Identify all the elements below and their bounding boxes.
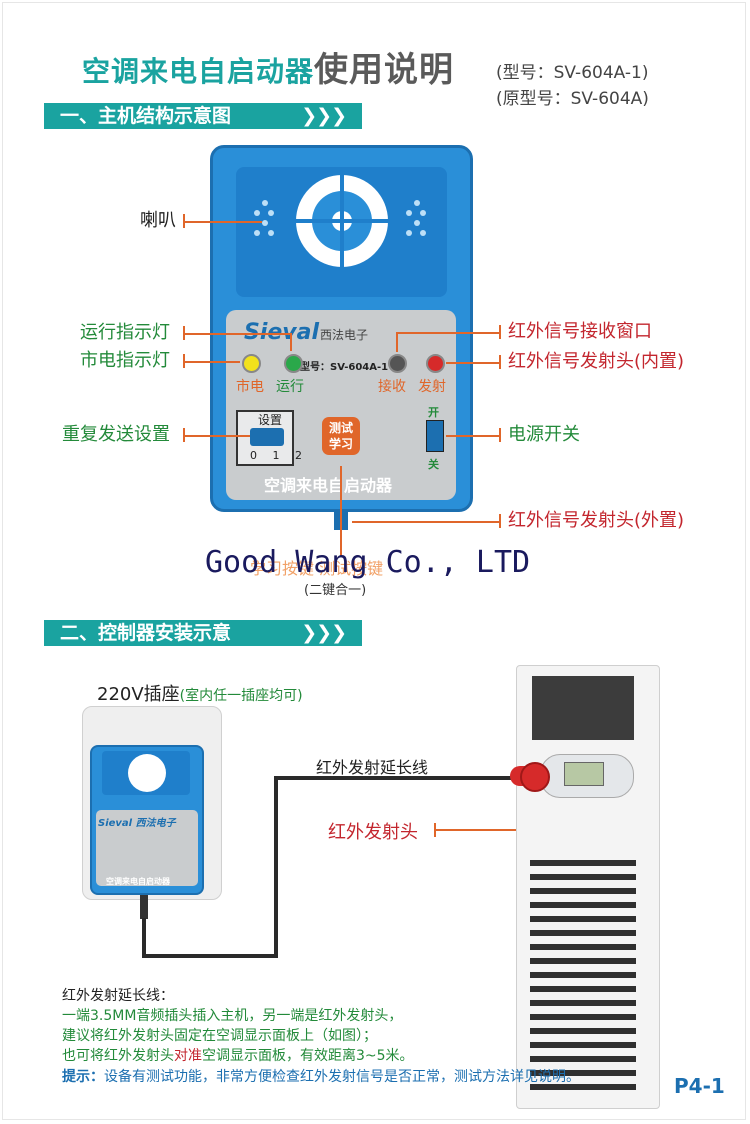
small-brand-logo: Sieval 西法电子 — [98, 818, 176, 829]
section-header-structure: 一、主机结构示意图 ❯❯❯ — [44, 103, 362, 129]
pointer-tick — [183, 214, 185, 228]
callout-ir-emitter-external: 红外信号发射头(外置) — [508, 510, 685, 531]
led-label-run: 运行 — [276, 379, 304, 395]
pointer-tick — [183, 354, 185, 368]
brand-logo: Sieval — [244, 320, 320, 345]
callout-ir-receive: 红外信号接收窗口 — [508, 321, 652, 342]
pointer-line — [396, 332, 398, 352]
pointer-tick — [434, 823, 436, 837]
callout-speaker: 喇叭 — [140, 210, 176, 231]
note-line-3a: 也可将红外发射头 — [62, 1048, 174, 1064]
callout-run-led: 运行指示灯 — [80, 322, 170, 343]
pointer-line — [184, 435, 250, 437]
device-name: 空调来电自启动器 — [264, 476, 393, 495]
learn-test-keys-label: 学习按键 测试按键 — [250, 559, 384, 578]
callout-mains-led: 市电指示灯 — [80, 350, 170, 371]
watermark-text: Good Wang Co., LTD — [205, 545, 531, 580]
ac-top-vent — [532, 676, 634, 740]
original-model-number: (原型号：SV-604A) — [496, 89, 649, 109]
panel-model: 型号：SV-604A-1 — [300, 362, 389, 373]
pointer-tick — [499, 514, 501, 528]
two-in-one-note: (二键合一) — [304, 583, 367, 598]
pointer-tick — [499, 355, 501, 369]
page-title: 空调来电自启动器使用说明 — [82, 42, 454, 91]
note-line-2: 建议将红外发射头固定在空调显示面板上（如图）； — [62, 1028, 377, 1044]
power-off-label: 关 — [428, 458, 439, 471]
callout-repeat-setting: 重复发送设置 — [62, 424, 170, 445]
small-device-name: 空调来电自启动器 — [106, 877, 170, 886]
pointer-tick — [183, 428, 185, 442]
power-switch-icon — [426, 420, 444, 452]
ir-emitter-label: 红外发射头 — [328, 822, 418, 843]
ir-emitter-icon — [520, 762, 550, 792]
pointer-line — [396, 332, 500, 334]
receive-window-icon — [388, 354, 407, 373]
socket-label-sub: (室内任一插座均可) — [179, 688, 303, 704]
title-part2: 使用说明 — [314, 50, 455, 90]
pointer-line — [184, 333, 292, 335]
hint-text: 设备有测试功能，非常方便检查红外发射信号是否正常，测试方法详见说明。 — [104, 1069, 580, 1085]
led-label-emit: 发射 — [418, 379, 446, 395]
note-line-1: 一端3.5MM音频插头插入主机，另一端是红外发射头， — [62, 1008, 403, 1024]
emit-led-icon — [426, 354, 445, 373]
pointer-line — [446, 362, 500, 364]
hint-line: 提示：设备有测试功能，非常方便检查红外发射信号是否正常，测试方法详见说明。 — [62, 1066, 580, 1086]
callout-power-switch: 电源开关 — [508, 424, 580, 445]
test-label: 测试 — [328, 421, 353, 435]
speaker-divider-h — [296, 219, 388, 223]
test-learn-button: 测试 学习 — [322, 417, 360, 455]
socket-label-main: 220V插座 — [97, 684, 180, 705]
run-led-icon — [284, 354, 303, 373]
power-on-label: 开 — [428, 406, 439, 419]
pointer-tick — [499, 325, 501, 339]
callout-ir-emitter-internal: 红外信号发射头(内置) — [508, 351, 685, 372]
switch-positions: 0 1 2 — [250, 449, 308, 462]
pointer-tick — [499, 428, 501, 442]
ac-grille — [530, 860, 636, 1100]
title-part1: 空调来电自启动器 — [82, 55, 315, 88]
small-control-panel — [96, 810, 198, 886]
learn-label: 学习 — [328, 437, 353, 451]
mains-led-icon — [242, 354, 261, 373]
section-title: 二、控制器安装示意 — [60, 622, 232, 644]
extension-cable-label: 红外发射延长线 — [316, 758, 429, 777]
cable-plug-icon — [140, 895, 148, 919]
page-number: P4-1 — [674, 1074, 725, 1098]
brand-subtitle: 西法电子 — [320, 328, 369, 342]
chevrons-icon: ❯❯❯ — [301, 105, 347, 127]
note-emphasis: 对准 — [174, 1048, 202, 1064]
pointer-line — [352, 521, 500, 523]
pointer-line — [290, 333, 292, 351]
socket-label: 220V插座(室内任一插座均可) — [97, 680, 303, 706]
vent-holes-right — [406, 200, 432, 236]
model-number: (型号：SV-604A-1) — [496, 63, 649, 83]
hint-label: 提示： — [62, 1069, 104, 1085]
vent-holes-left — [254, 200, 280, 236]
note-line-3: 也可将红外发射头对准空调显示面板，有效距离3~5米。 — [62, 1045, 414, 1065]
notes-title: 红外发射延长线： — [62, 988, 174, 1004]
note-line-3b: 空调显示面板，有效距离3~5米。 — [202, 1048, 414, 1064]
led-label-mains: 市电 — [236, 379, 264, 395]
pointer-line — [446, 435, 500, 437]
switch-title: 设置 — [258, 413, 283, 427]
section-header-install: 二、控制器安装示意 ❯❯❯ — [44, 620, 362, 646]
pointer-tick — [183, 326, 185, 340]
chevrons-icon: ❯❯❯ — [301, 622, 347, 644]
pointer-line — [184, 221, 262, 223]
small-speaker-icon — [128, 754, 166, 792]
ac-screen — [564, 762, 604, 786]
slide-switch-icon — [250, 428, 284, 446]
led-label-receive: 接收 — [378, 379, 406, 395]
section-title: 一、主机结构示意图 — [60, 105, 232, 127]
pointer-line — [184, 361, 240, 363]
pointer-line — [340, 466, 342, 556]
